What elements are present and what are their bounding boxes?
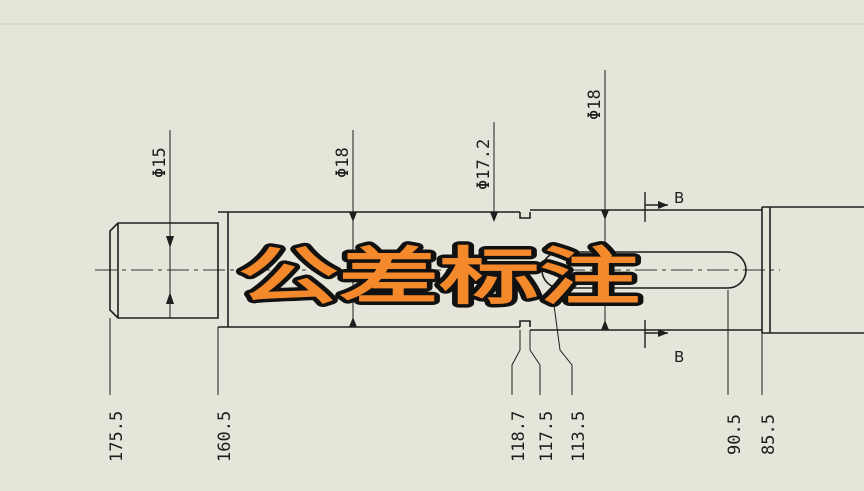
diameter-dimension-lines: [169, 70, 606, 330]
shaft-middle-section: [218, 211, 520, 328]
position-label-2: 160.5: [215, 411, 235, 462]
section-label-top: B: [674, 189, 684, 207]
diameter-label-2: Φ18: [333, 147, 353, 178]
section-arrows: [658, 201, 668, 337]
diameter-label-4: Φ18: [585, 89, 605, 120]
shaft-outline: [109, 206, 864, 334]
diameter-label-3: Φ17.2: [474, 139, 494, 190]
position-label-7: 85.5: [759, 414, 779, 455]
extension-lines: [109, 289, 763, 395]
section-label-bottom: B: [674, 348, 684, 366]
shaft-left-section: [109, 222, 219, 319]
position-label-1: 175.5: [107, 411, 127, 462]
position-label-4: 117.5: [537, 411, 557, 462]
groove: [519, 212, 531, 327]
title-overlay: 公差标注: [238, 240, 640, 313]
keyway-slot: [541, 251, 747, 289]
position-label-6: 90.5: [725, 414, 745, 455]
position-label-5: 113.5: [569, 411, 589, 462]
shaft-right-section: [530, 209, 762, 331]
position-label-3: 118.7: [509, 411, 529, 462]
dimension-arrows: [166, 210, 609, 330]
diameter-label-1: Φ15: [150, 147, 170, 178]
